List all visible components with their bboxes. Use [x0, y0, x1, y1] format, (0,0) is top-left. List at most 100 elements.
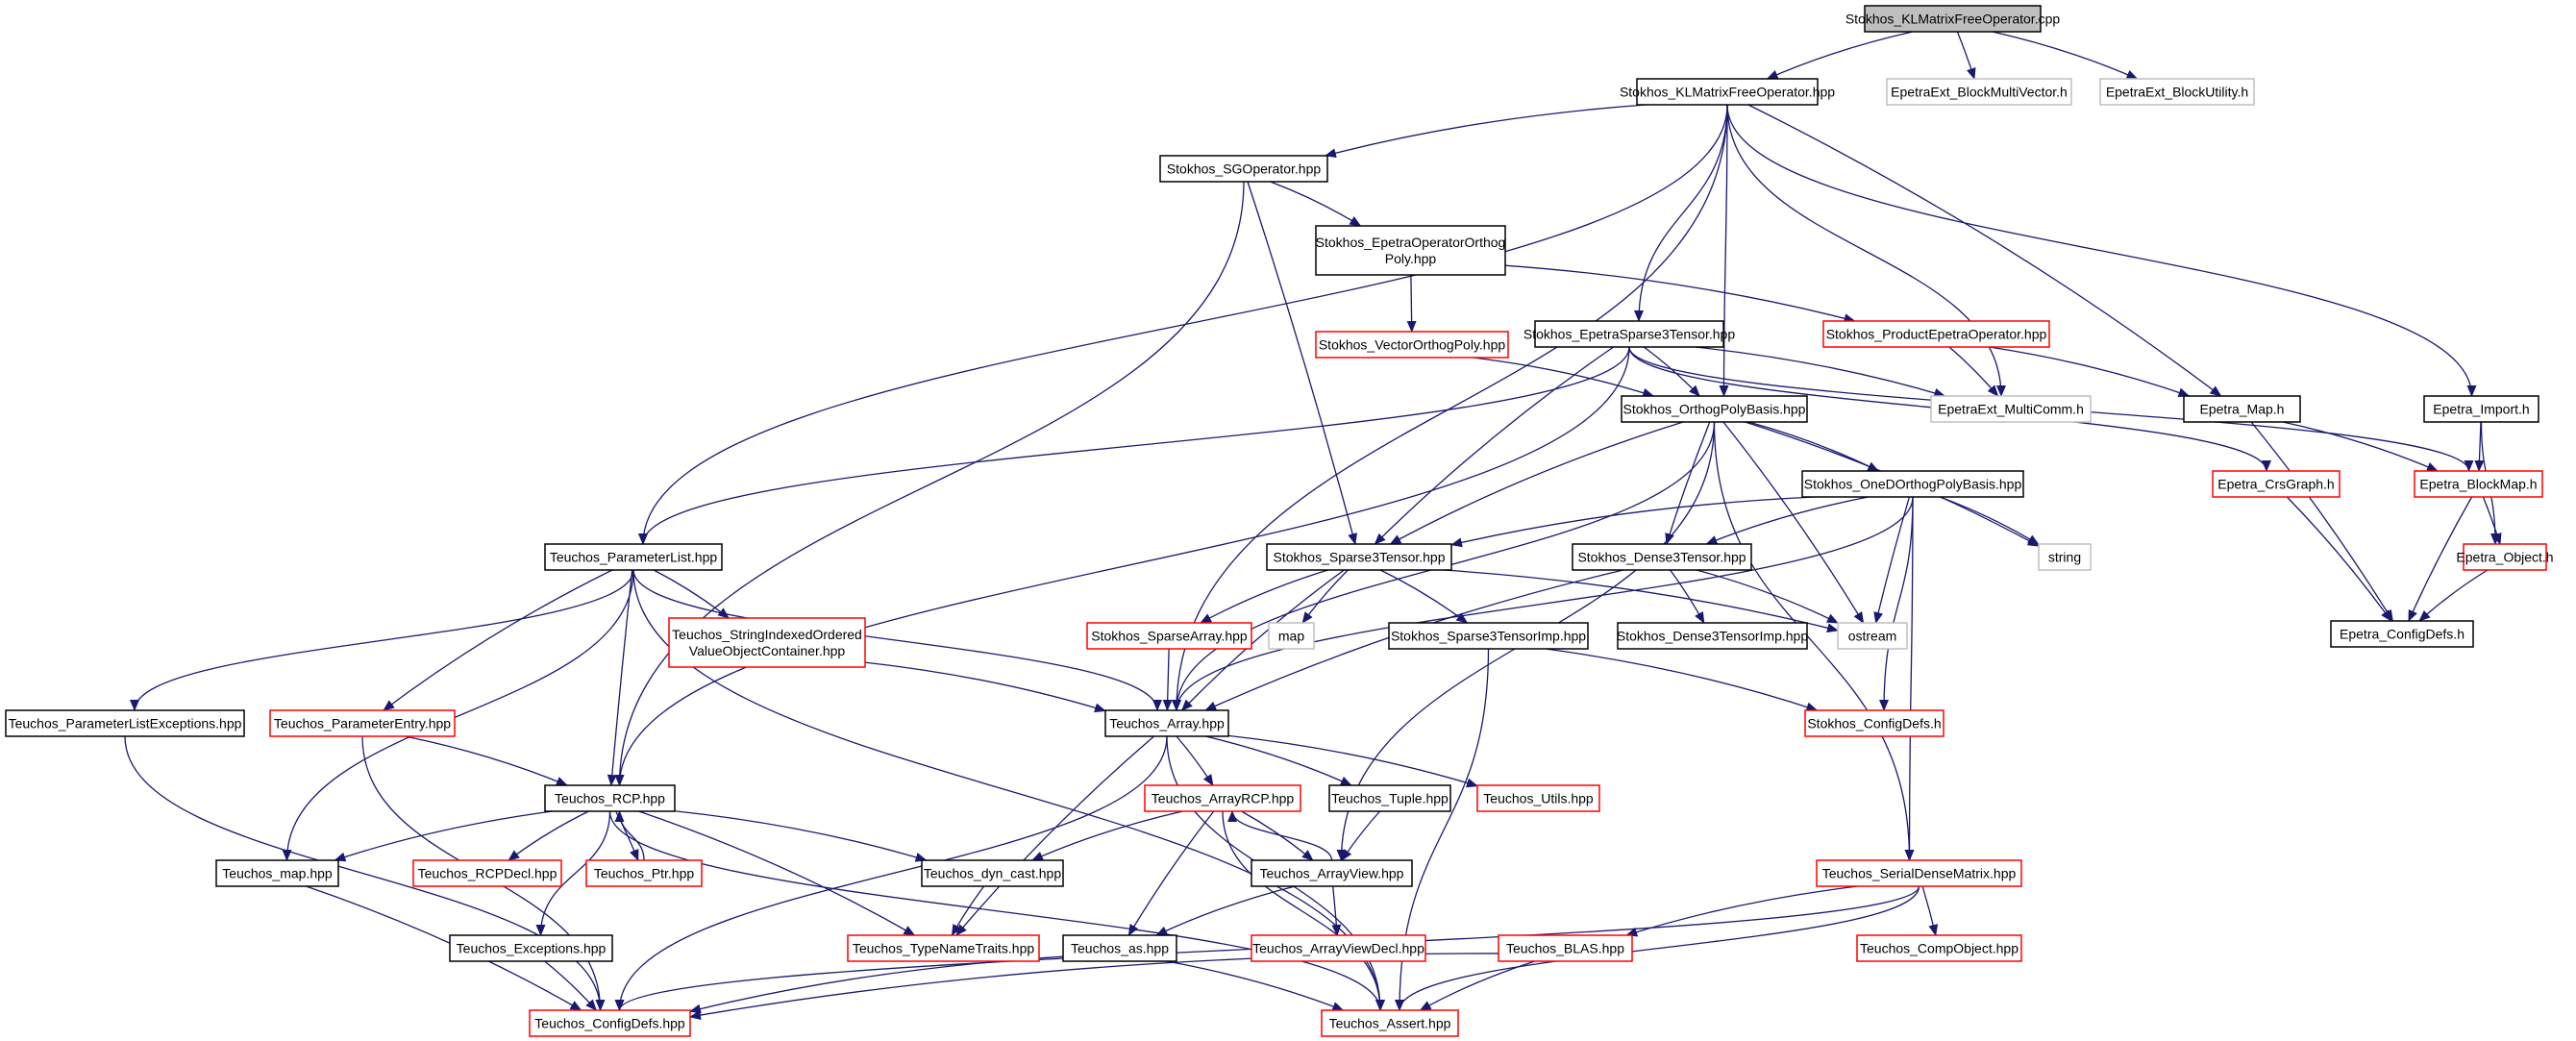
node-vop[interactable]: Stokhos_VectorOrthogPoly.hpp [1315, 331, 1509, 359]
node-tnt[interactable]: Teuchos_TypeNameTraits.hpp [847, 934, 1040, 962]
edge-rcp-to-exc [535, 810, 611, 936]
edge-klmfo-to-emap [1747, 104, 2222, 397]
edge-sgop-to-rcp [614, 181, 1245, 786]
node-sdm[interactable]: Teuchos_SerialDenseMatrix.hpp [1816, 859, 2022, 887]
node-label: Teuchos_as.hpp [1071, 941, 1169, 956]
edge-arr-to-utl [1227, 734, 1478, 788]
edge-sdm-to-blas [1625, 885, 1858, 937]
node-tup[interactable]: Teuchos_Tuple.hpp [1328, 784, 1451, 812]
node-box [2423, 395, 2539, 423]
node-scfg[interactable]: Stokhos_ConfigDefs.h [1804, 709, 1944, 737]
node-box [2463, 543, 2547, 571]
node-opb[interactable]: Stokhos_OrthogPolyBasis.hpp [1621, 395, 1808, 423]
edge-eoop-to-pep [1504, 264, 1856, 324]
node-crs[interactable]: Epetra_CrsGraph.h [2212, 470, 2341, 498]
node-tmap[interactable]: Teuchos_map.hpp [215, 859, 339, 887]
node-exc[interactable]: Teuchos_Exceptions.hpp [449, 934, 613, 962]
node-cobj[interactable]: Teuchos_CompObject.hpp [1856, 934, 2022, 962]
node-eimp[interactable]: Epetra_Import.h [2423, 395, 2539, 423]
node-box [412, 859, 562, 887]
node-label: Teuchos_dyn_cast.hpp [924, 866, 1061, 881]
node-ple[interactable]: Teuchos_ParameterListExceptions.hpp [5, 709, 245, 737]
node-klmfo[interactable]: Stokhos_KLMatrixFreeOperator.hpp [1620, 78, 1835, 106]
node-utl[interactable]: Teuchos_Utils.hpp [1476, 784, 1600, 812]
node-tas[interactable]: Teuchos_as.hpp [1062, 934, 1177, 962]
node-label: Stokhos_OrthogPolyBasis.hpp [1623, 402, 1806, 417]
node-es3t[interactable]: Stokhos_EpetraSparse3Tensor.hpp [1523, 320, 1735, 348]
node-mcomm[interactable]: EpetraExt_MultiComm.h [1930, 395, 2092, 423]
node-label: Stokhos_Dense3TensorImp.hpp [1617, 629, 1808, 644]
edge-pep-to-mcomm [1948, 346, 1999, 397]
node-box [1886, 78, 2072, 106]
node-box [1251, 934, 1426, 962]
node-label: Stokhos_SGOperator.hpp [1167, 161, 1322, 177]
node-s3ti[interactable]: Stokhos_Sparse3TensorImp.hpp [1388, 622, 1589, 650]
edge-sdm-to-cobj [1921, 885, 1939, 936]
node-avd[interactable]: Teuchos_ArrayViewDecl.hpp [1251, 934, 1426, 962]
node-root[interactable]: Stokhos_KLMatrixFreeOperator.cpp [1845, 5, 2061, 33]
node-label: Stokhos_Sparse3TensorImp.hpp [1391, 629, 1586, 644]
node-label: EpetraExt_BlockMultiVector.h [1891, 85, 2068, 100]
edge-root-to-butil [1992, 31, 2139, 80]
node-rcp[interactable]: Teuchos_RCP.hpp [544, 784, 676, 812]
node-onedopb[interactable]: Stokhos_OneDOrthogPolyBasis.hpp [1801, 470, 2024, 498]
node-box [5, 709, 245, 737]
node-label: Stokhos_EpetraOperatorOrthog [1316, 235, 1506, 250]
node-blas[interactable]: Teuchos_BLAS.hpp [1498, 934, 1633, 962]
edge-plist-to-ple [130, 569, 634, 711]
node-sgop[interactable]: Stokhos_SGOperator.hpp [1159, 155, 1328, 183]
node-box [1816, 859, 2022, 887]
node-s3t[interactable]: Stokhos_Sparse3Tensor.hpp [1266, 543, 1452, 571]
node-label: Teuchos_RCP.hpp [555, 791, 665, 806]
node-bmap[interactable]: Epetra_BlockMap.h [2414, 470, 2543, 498]
node-box [1864, 5, 2042, 33]
node-tcfg[interactable]: Teuchos_ConfigDefs.hpp [529, 1009, 691, 1037]
node-label: Teuchos_Ptr.hpp [594, 866, 695, 881]
node-box [1822, 320, 2050, 348]
node-emap[interactable]: Epetra_Map.h [2183, 395, 2301, 423]
edge-av-to-arcp [1227, 810, 1333, 861]
edge-bmap-to-eobj [2482, 496, 2502, 545]
node-eobj[interactable]: Epetra_Object.h [2456, 543, 2554, 571]
edge-eoop-to-vop [1406, 274, 1417, 333]
edge-arcp-to-dync [1031, 810, 1183, 861]
node-butil[interactable]: EpetraExt_BlockUtility.h [2099, 78, 2255, 106]
node-rcpd[interactable]: Teuchos_RCPDecl.hpp [412, 859, 562, 887]
node-pep[interactable]: Stokhos_ProductEpetraOperator.hpp [1822, 320, 2050, 348]
node-av[interactable]: Teuchos_ArrayView.hpp [1251, 859, 1413, 887]
node-ostr[interactable]: ostream [1837, 622, 1908, 650]
node-box [1144, 784, 1301, 812]
edge-sioc-to-arr [864, 661, 1106, 713]
node-sioc[interactable]: Teuchos_StringIndexedOrderedValueObjectC… [668, 617, 866, 668]
edge-d3t-to-ostr [1696, 569, 1839, 624]
nodes-layer: Stokhos_KLMatrixFreeOperator.cppStokhos_… [5, 5, 2554, 1037]
node-str[interactable]: string [2038, 543, 2092, 571]
node-label: Teuchos_Tuple.hpp [1331, 791, 1449, 806]
edge-blas-to-asrt [1419, 960, 1536, 1011]
node-ptr[interactable]: Teuchos_Ptr.hpp [585, 859, 703, 887]
node-label: Stokhos_Dense3Tensor.hpp [1577, 550, 1746, 565]
edge-s3t-to-ostr [1443, 569, 1839, 633]
node-label: Teuchos_ParameterList.hpp [550, 550, 718, 565]
node-map[interactable]: map [1268, 622, 1315, 650]
node-sarr[interactable]: Stokhos_SparseArray.hpp [1086, 622, 1252, 650]
node-box [269, 709, 456, 737]
node-asrt[interactable]: Teuchos_Assert.hpp [1321, 1009, 1459, 1037]
edge-pe-to-rcp [405, 735, 568, 786]
node-label: Stokhos_SparseArray.hpp [1091, 629, 1248, 644]
edge-plist-to-pe [383, 569, 613, 711]
node-box [847, 934, 1040, 962]
node-box [1315, 331, 1509, 359]
node-box [1268, 622, 1315, 650]
node-ecfg[interactable]: Epetra_ConfigDefs.h [2330, 620, 2474, 648]
node-plist[interactable]: Teuchos_ParameterList.hpp [544, 543, 723, 571]
node-dync[interactable]: Teuchos_dyn_cast.hpp [921, 859, 1064, 887]
node-arcp[interactable]: Teuchos_ArrayRCP.hpp [1144, 784, 1301, 812]
node-pe[interactable]: Teuchos_ParameterEntry.hpp [269, 709, 456, 737]
node-d3t[interactable]: Stokhos_Dense3Tensor.hpp [1572, 543, 1752, 571]
node-bmv[interactable]: EpetraExt_BlockMultiVector.h [1886, 78, 2072, 106]
node-d3ti[interactable]: Stokhos_Dense3TensorImp.hpp [1617, 622, 1808, 650]
edge-sdm-to-asrt [1395, 885, 1920, 1011]
node-arr[interactable]: Teuchos_Array.hpp [1104, 709, 1229, 737]
